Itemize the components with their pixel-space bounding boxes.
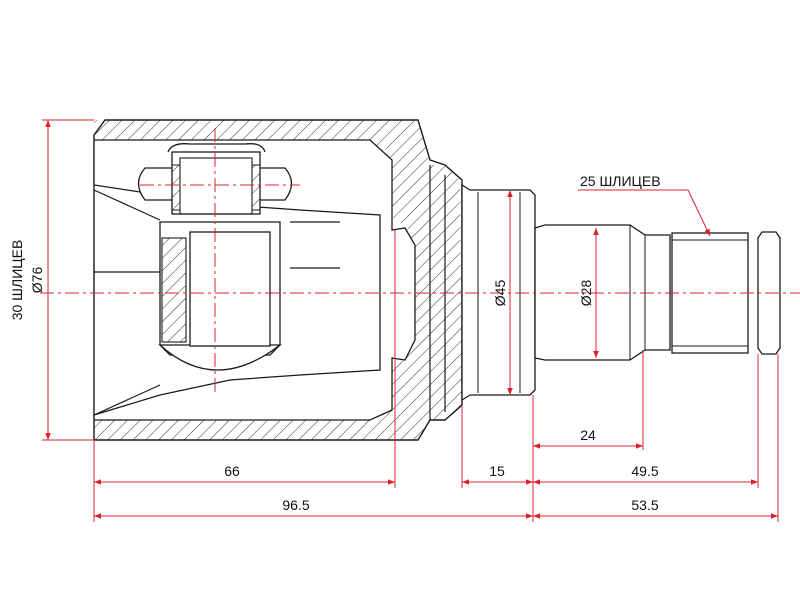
cavity-cone-top	[93, 189, 161, 221]
spider-hub	[189, 231, 271, 347]
dim-15-text: 15	[489, 463, 505, 479]
dim-53-5-text: 53.5	[631, 497, 658, 513]
dim-24-text: 24	[580, 427, 596, 443]
spider-spline-band	[161, 237, 187, 343]
roller-needle-left	[171, 164, 181, 211]
label-diameter-28: Ø28	[578, 280, 594, 307]
dimensions	[42, 119, 779, 522]
spider-lower	[158, 344, 282, 371]
cavity-cone-bottom	[93, 384, 161, 416]
roller-needle-right	[251, 164, 261, 211]
dim-49-5-text: 49.5	[631, 463, 658, 479]
label-diameter-45: Ø45	[492, 280, 508, 307]
labels: 30 ШЛИЦЕВ Ø76 Ø45 Ø28 25 ШЛИЦЕВ 24 66 15…	[9, 173, 661, 513]
label-right-splines: 25 ШЛИЦЕВ	[580, 173, 661, 189]
label-left-diameter: Ø76	[29, 267, 45, 294]
label-left-splines: 30 ШЛИЦЕВ	[9, 240, 25, 321]
roller-cage	[171, 151, 261, 215]
housing-hatch	[94, 120, 462, 440]
centerlines	[40, 128, 800, 395]
dim-66-text: 66	[224, 463, 240, 479]
roller-clip	[167, 143, 266, 153]
housing-cavity	[93, 139, 416, 421]
dim-96-5-text: 96.5	[282, 497, 309, 513]
spline-leader	[578, 189, 711, 237]
